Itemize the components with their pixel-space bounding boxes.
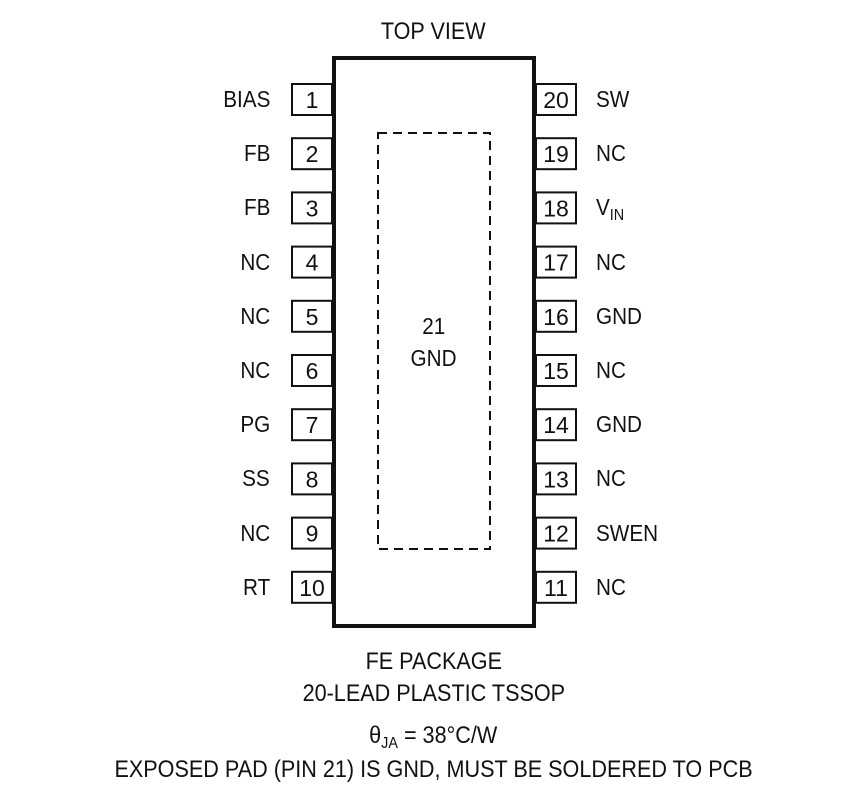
right-pin-name-text: NC xyxy=(596,357,626,383)
right-pin-number: 14 xyxy=(543,412,569,438)
right-pin-box xyxy=(535,137,577,171)
exposed-pad-outline xyxy=(377,132,491,550)
right-pin-name-text: GND xyxy=(596,411,643,438)
left-pin-number: 3 xyxy=(306,195,319,221)
left-pin-box xyxy=(291,299,333,333)
left-pin-name: NC xyxy=(240,357,270,383)
right-pin-name-text: NC xyxy=(596,465,626,492)
right-pin-name-text: SWEN xyxy=(596,519,659,546)
thermal-value: = 38°C/W xyxy=(398,722,498,749)
left-pin-box xyxy=(291,408,333,442)
left-pin-box xyxy=(291,462,333,496)
exposed-pad-name: GND xyxy=(410,345,458,371)
left-pin-box xyxy=(291,354,333,387)
left-pin-box xyxy=(291,83,333,116)
right-pin-name: NC xyxy=(596,140,626,166)
right-pin-name: GND xyxy=(596,303,642,329)
right-pin-name: SWEN xyxy=(596,520,658,546)
left-pin-name: RT xyxy=(242,573,270,600)
left-pin-number: 4 xyxy=(306,250,319,276)
left-pin-name: BIAS xyxy=(222,86,270,112)
right-pin-name-text: GND xyxy=(596,302,643,329)
right-pin-name-text: SW xyxy=(596,86,630,112)
right-pin-box xyxy=(535,299,577,333)
package-name: FE PACKAGE xyxy=(365,648,502,675)
right-pin-box xyxy=(535,83,577,116)
left-pin-box xyxy=(291,137,333,171)
theta-subscript: JA xyxy=(381,735,399,752)
left-pin-name: NC xyxy=(240,302,270,329)
right-pin-number: 11 xyxy=(544,575,568,601)
left-pin-number: 9 xyxy=(306,521,319,547)
theta-symbol: θ xyxy=(369,722,382,749)
left-pin-box xyxy=(291,570,333,604)
exposed-pad-number: 21 xyxy=(422,313,446,339)
left-pin-box xyxy=(291,516,333,550)
right-pin-number: 17 xyxy=(543,250,569,276)
left-pin-number: 8 xyxy=(306,466,319,492)
right-pin-box xyxy=(535,570,577,604)
right-pin-number: 12 xyxy=(543,521,569,547)
right-pin-box xyxy=(535,516,577,550)
right-pin-name: NC xyxy=(596,357,626,383)
right-pin-name: SW xyxy=(596,86,629,112)
right-pin-name: GND xyxy=(596,411,642,437)
right-pin-number: 18 xyxy=(543,195,569,221)
left-pin-number: 1 xyxy=(306,87,319,113)
left-pin-box xyxy=(291,245,333,279)
right-pin-box xyxy=(535,354,577,387)
left-pin-number: 6 xyxy=(306,358,319,384)
left-pin-number: 5 xyxy=(306,304,319,330)
right-pin-name-subscript: IN xyxy=(609,207,625,225)
left-pin-number: 2 xyxy=(306,141,319,167)
right-pin-number: 20 xyxy=(543,87,569,113)
right-pin-name-text: NC xyxy=(596,248,626,275)
package-type: 20-LEAD PLASTIC TSSOP xyxy=(302,680,565,707)
left-pin-number: 10 xyxy=(299,575,325,601)
right-pin-box xyxy=(535,462,577,496)
left-pin-number: 7 xyxy=(306,412,319,438)
right-pin-name-text: NC xyxy=(596,140,626,167)
right-pin-number: 15 xyxy=(543,358,569,384)
left-pin-name: SS xyxy=(242,465,270,492)
right-pin-box xyxy=(535,191,577,225)
right-pin-number: 19 xyxy=(543,141,569,167)
right-pin-name: NC xyxy=(596,249,626,275)
thermal-resistance: θJA = 38°C/W xyxy=(0,722,867,758)
left-pin-name: NC xyxy=(240,248,270,275)
right-pin-name-text: V xyxy=(596,194,610,221)
right-pin-name: NC xyxy=(596,465,626,491)
package-body xyxy=(332,56,536,628)
left-pin-name: NC xyxy=(240,519,270,546)
right-pin-name-text: NC xyxy=(596,573,626,600)
right-pin-name: VIN xyxy=(596,194,624,229)
left-pin-box xyxy=(291,191,333,225)
right-pin-number: 13 xyxy=(543,466,569,492)
left-pin-name: FB xyxy=(243,194,270,221)
left-pin-name: FB xyxy=(243,140,270,167)
right-pin-number: 16 xyxy=(543,304,569,330)
view-title: TOP VIEW xyxy=(381,18,486,45)
right-pin-box xyxy=(535,245,577,279)
right-pin-name: NC xyxy=(596,574,626,600)
right-pin-box xyxy=(535,408,577,442)
exposed-pad-note: EXPOSED PAD (PIN 21) IS GND, MUST BE SOL… xyxy=(114,756,753,783)
left-pin-name: PG xyxy=(240,411,270,438)
